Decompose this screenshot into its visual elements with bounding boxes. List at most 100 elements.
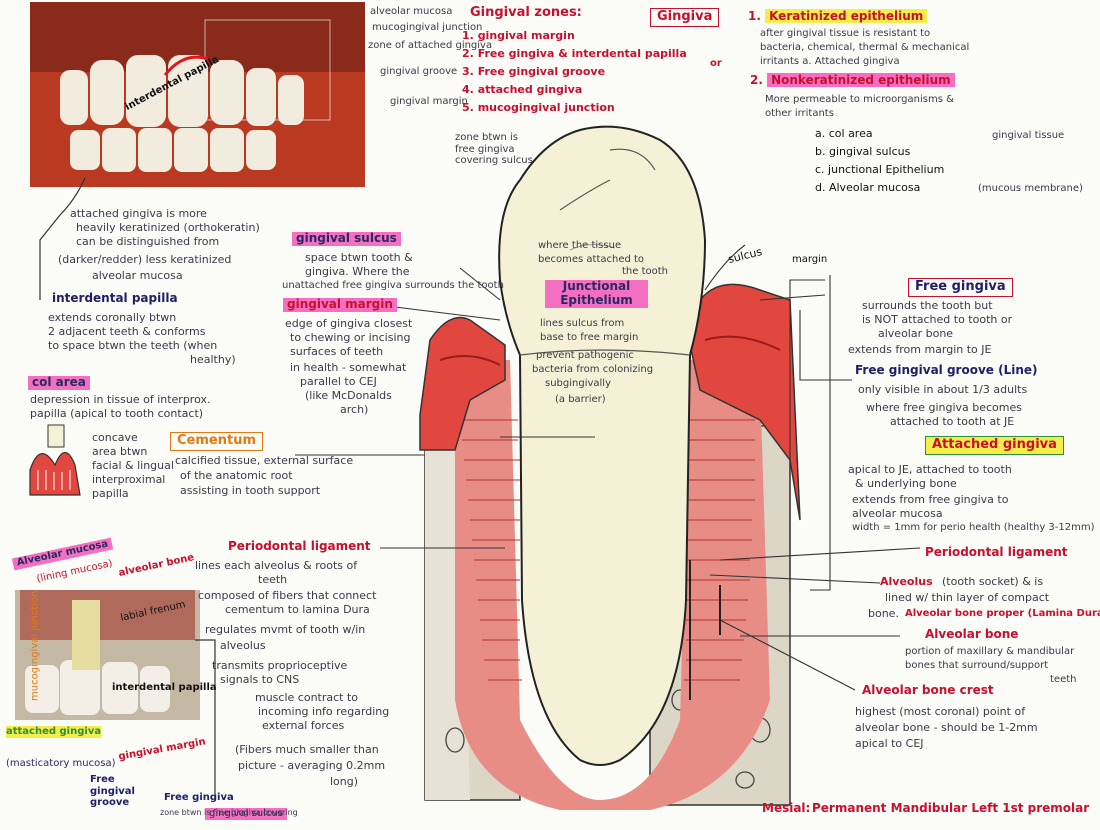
margin-title: gingival margin <box>283 297 397 312</box>
je-top-3: the tooth <box>622 266 669 277</box>
footer-text: Permanent Mandibular Left 1st premolar <box>812 801 1090 815</box>
col-side-5: papilla <box>92 487 129 500</box>
pdl-line-8: signals to CNS <box>220 673 300 686</box>
cementum-line-3: assisting in tooth support <box>180 484 321 497</box>
label-zone-attached: zone of attached gingiva <box>368 40 493 51</box>
sulcus-title: gingival sulcus <box>292 231 401 246</box>
alveolus-line-3: bone. <box>868 607 899 620</box>
att-note-2: heavily keratinized (orthokeratin) <box>76 221 260 234</box>
att-note-1: attached gingiva is more <box>70 207 207 220</box>
pdl-line-3: composed of fibers that connect <box>198 589 377 602</box>
je-line-1: lines sulcus from <box>540 318 625 329</box>
k-line-1: after gingival tissue is resistant to <box>760 28 931 39</box>
groove-line-1: only visible in about 1/3 adults <box>858 383 1028 396</box>
att-note-5: alveolar mucosa <box>92 269 183 282</box>
interdental-line-1: extends coronally btwn <box>48 311 177 324</box>
pdl-line-14: long) <box>330 775 359 788</box>
pdl-line-12: (Fibers much smaller than <box>235 743 379 756</box>
attached-title: Attached gingiva <box>925 436 1064 455</box>
zones-note: zone btwn is free gingiva covering sulcu… <box>455 132 533 166</box>
groove-line-2: where free gingiva becomes <box>866 401 1023 414</box>
pdl-line-4: cementum to lamina Dura <box>225 603 370 616</box>
attached-line-4: alveolar mucosa <box>852 507 943 520</box>
crest-title: Alveolar bone crest <box>862 683 994 697</box>
zones-item-1: 1. gingival margin <box>462 29 575 42</box>
margin-line-4: in health - somewhat <box>290 361 407 374</box>
interdental-line-3: to space btwn the teeth (when <box>48 339 218 352</box>
p2-masticatory: (masticatory mucosa) <box>6 758 116 769</box>
je-bottom-3: subgingivally <box>545 378 612 389</box>
bone-line-2: bones that surround/support <box>905 660 1049 671</box>
label-margin: margin <box>792 254 828 265</box>
groove-line-3: attached to tooth at JE <box>890 415 1015 428</box>
or-label: or <box>710 58 722 69</box>
att-note-4: (darker/redder) less keratinized <box>58 253 232 266</box>
nonkeratinized-title: Nonkeratinized epithelium <box>767 73 955 87</box>
je-top-1: where the tissue <box>538 240 622 251</box>
col-side-1: concave <box>92 431 138 444</box>
je-bottom-1: prevent pathogenic <box>536 350 634 361</box>
attached-line-2: & underlying bone <box>855 477 957 490</box>
alveolus-line-1: (tooth socket) & is <box>942 575 1044 588</box>
je-top-2: becomes attached to <box>538 254 645 265</box>
nk-membrane: (mucous membrane) <box>978 183 1083 194</box>
p2-interdental: interdental papilla <box>112 682 217 693</box>
col-side-4: interproximal <box>92 473 166 486</box>
margin-line-1: edge of gingiva closest <box>285 317 413 330</box>
p2-attached: attached gingiva <box>6 726 102 738</box>
p2-mucogingival: mucogingival junction <box>29 590 41 701</box>
pdl-line-6: alveolus <box>220 639 266 652</box>
col-line-1: depression in tissue of interprox. <box>30 393 211 406</box>
interdental-line-4: healthy) <box>190 353 236 366</box>
alveolar-bone-title: Alveolar bone <box>925 627 1019 641</box>
label-alveolar-mucosa: alveolar mucosa <box>370 6 453 17</box>
attached-line-5: width = 1mm for perio health (healthy 3-… <box>852 522 1095 533</box>
pdl-right: Periodontal ligament <box>925 545 1068 559</box>
fg-line-3: alveolar bone <box>878 327 954 340</box>
nk-item-d: d. Alveolar mucosa <box>815 181 921 194</box>
att-note-3: can be distinguished from <box>76 235 220 248</box>
k-line-3: irritants a. Attached gingiva <box>760 56 900 67</box>
margin-line-5: parallel to CEJ <box>300 375 377 388</box>
nk-line-2: other irritants <box>765 108 834 119</box>
nk-item-a: a. col area <box>815 127 873 140</box>
sulcus-line-1: space btwn tooth & <box>305 251 413 264</box>
margin-line-7: arch) <box>340 403 369 416</box>
pdl-line-7: transmits proprioceptive <box>212 659 348 672</box>
sulcus-line-2: gingiva. Where the <box>305 265 410 278</box>
pdl-line-9: muscle contract to <box>255 691 359 704</box>
crest-line-2: alveolar bone - should be 1-2mm <box>855 721 1038 734</box>
free-gingiva-title: Free gingiva <box>908 278 1013 297</box>
pdl-line-1: lines each alveolus & roots of <box>195 559 358 572</box>
photo-teeth <box>60 55 304 172</box>
fg-line-2: is NOT attached to tooth or <box>862 313 1013 326</box>
interdental-title: interdental papilla <box>52 291 178 305</box>
nk-item-c: c. junctional Epithelium <box>815 163 945 176</box>
sulcus-line-3: unattached free gingiva surrounds the to… <box>282 280 504 291</box>
fg-line-4: extends from margin to JE <box>848 343 992 356</box>
gingiva-title: Gingiva <box>650 8 720 27</box>
attached-line-1: apical to JE, attached to tooth <box>848 463 1012 476</box>
cementum-title: Cementum <box>170 432 263 451</box>
attached-line-3: extends from free gingiva to <box>852 493 1009 506</box>
cementum-line-2: of the anatomic root <box>180 469 293 482</box>
margin-line-2: to chewing or incising <box>290 331 411 344</box>
pdl-line-11: external forces <box>262 719 345 732</box>
p2-groove: Free gingival groove <box>90 774 135 808</box>
cementum-line-1: calcified tissue, external surface <box>175 454 354 467</box>
bone-proper: Alveolar bone proper (Lamina Dura) <box>905 608 1100 619</box>
p2-sulcus: gingival sulcus <box>205 808 287 820</box>
je-bottom-2: bacteria from colonizing <box>532 364 654 375</box>
label-mucogingival: mucogingival junction <box>372 22 483 33</box>
pdl-line-2: teeth <box>258 573 288 586</box>
zones-item-4: 4. attached gingiva <box>462 83 583 96</box>
fg-line-1: surrounds the tooth but <box>862 299 993 312</box>
interdental-line-2: 2 adjacent teeth & conforms <box>48 325 206 338</box>
je-title: Junctional Epithelium <box>545 279 648 308</box>
pdl-title: Periodontal ligament <box>228 539 371 553</box>
p2-zone: zone btwn is free gingiva covering <box>160 808 298 817</box>
zones-title: Gingival zones: <box>470 5 582 20</box>
nk-line-1: More permeable to microorganisms & <box>765 94 954 105</box>
bone-line-1: portion of maxillary & mandibular <box>905 646 1075 657</box>
